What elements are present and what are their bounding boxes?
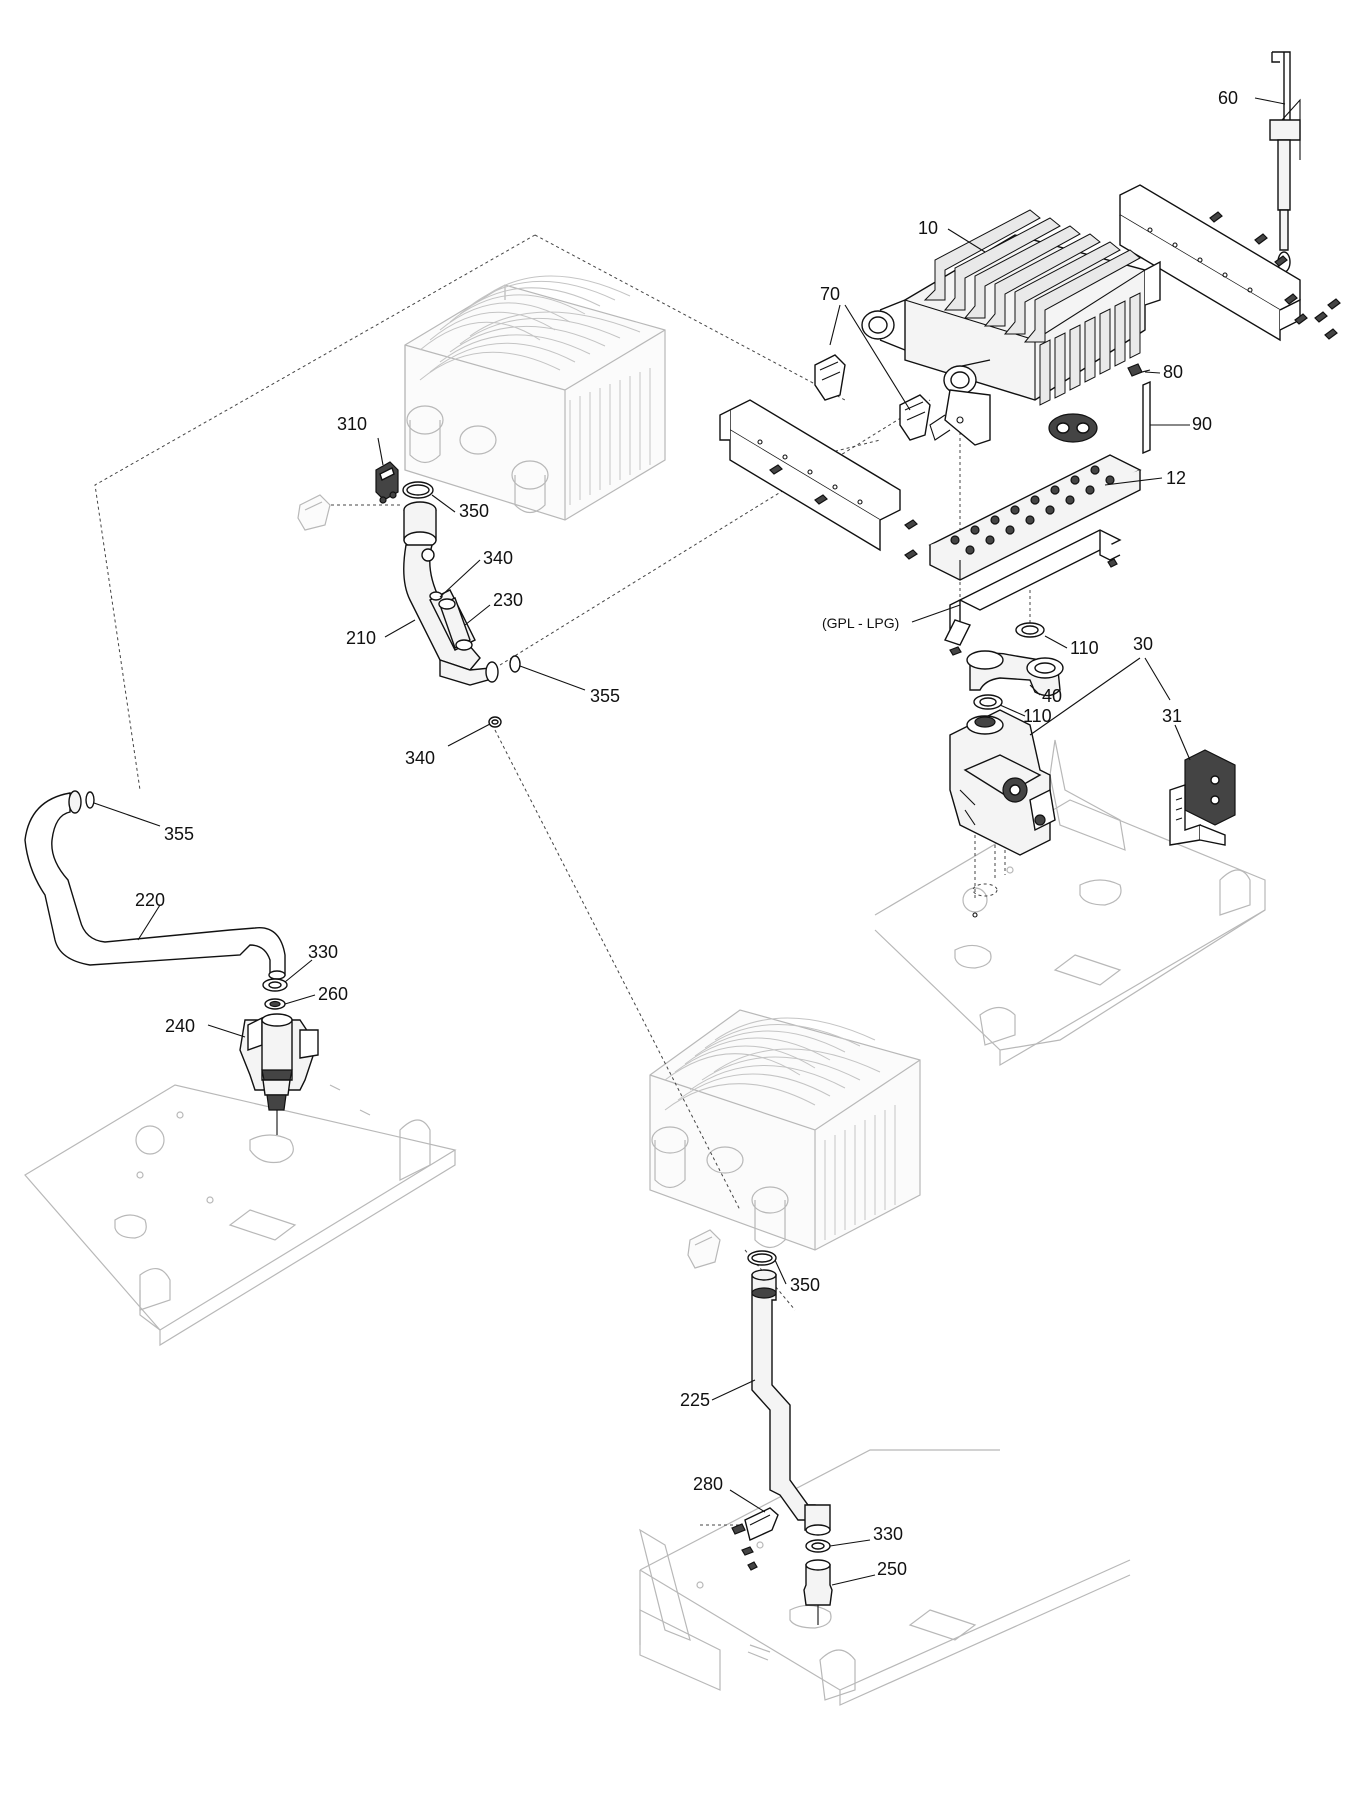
- bracket-left: [719, 399, 918, 560]
- oring-part-350-lower: [747, 1250, 777, 1266]
- callout-350-upper: 350: [459, 501, 489, 521]
- washer-part-340-upper: [429, 591, 443, 601]
- callout-110-upper: 110: [1070, 638, 1099, 658]
- fitting-part-230: [438, 597, 473, 651]
- callout-60: 60: [1218, 88, 1238, 108]
- callout-355-upper: 355: [590, 686, 620, 706]
- callout-350-lower: 350: [790, 1275, 820, 1295]
- callout-40: 40: [1042, 686, 1062, 706]
- fitting-part-250: [803, 1559, 833, 1625]
- oring-part-355-upper: [509, 655, 521, 673]
- callout-gpl-lpg: (GPL - LPG): [822, 615, 899, 631]
- pipe-part-210: [403, 501, 499, 686]
- callout-10: 10: [918, 218, 938, 238]
- ghost-heat-exchanger-bottom: [649, 1009, 921, 1251]
- rod-part-90: [1142, 380, 1151, 455]
- pipe-part-220: [24, 790, 286, 980]
- heat-exchanger-part-10: [861, 209, 1161, 446]
- ghost-base-left: [24, 1084, 457, 1347]
- screw-part-80: [1127, 363, 1151, 377]
- callout-330-left: 330: [308, 942, 338, 962]
- ghost-heat-exchanger-top: [404, 275, 666, 521]
- callout-330-bottom: 330: [873, 1524, 903, 1544]
- callout-12: 12: [1166, 468, 1186, 488]
- ghost-base-bottom: [639, 1449, 1131, 1706]
- burner-part-12: [928, 454, 1142, 656]
- callout-30: 30: [1133, 634, 1153, 654]
- callout-250: 250: [877, 1559, 907, 1579]
- washer-part-330-bottom: [805, 1539, 831, 1553]
- washer-part-260: [264, 998, 286, 1010]
- callout-355-left: 355: [164, 824, 194, 844]
- callout-90: 90: [1192, 414, 1212, 434]
- callout-80: 80: [1163, 362, 1183, 382]
- ghost-clip-left: [297, 494, 331, 531]
- valve-part-240: [239, 1013, 319, 1135]
- gas-valve-part-30: [949, 709, 1056, 918]
- ghost-base-right: [874, 739, 1266, 1067]
- callout-340-upper: 340: [483, 548, 513, 568]
- callout-110-lower: 110: [1023, 706, 1052, 726]
- callout-labels: 60 10 70 80 90 12 (GPL - LPG) 110 30 40 …: [135, 88, 1238, 1579]
- pipe-part-225: [751, 1269, 831, 1536]
- callout-31: 31: [1162, 706, 1182, 726]
- callout-280: 280: [693, 1474, 723, 1494]
- callout-260: 260: [318, 984, 348, 1004]
- leader-lines: [93, 97, 1286, 1586]
- callout-225: 225: [680, 1390, 710, 1410]
- callout-340-lower: 340: [405, 748, 435, 768]
- washer-part-340-lower: [488, 716, 502, 728]
- gas-pipe-part-40: [966, 650, 1064, 697]
- callout-210: 210: [346, 628, 376, 648]
- gasket-part-110-lower: [973, 694, 1003, 710]
- ghost-clip-bottom: [687, 1229, 721, 1269]
- callout-70: 70: [820, 284, 840, 304]
- callout-230: 230: [493, 590, 523, 610]
- sensor-part-310: [375, 461, 399, 504]
- electrode-part-60: [1269, 51, 1301, 273]
- callout-220: 220: [135, 890, 165, 910]
- washer-part-330-left: [262, 978, 288, 992]
- oring-part-350-upper: [402, 481, 434, 499]
- coil-part-31: [1169, 749, 1236, 846]
- clips-part-70: [814, 354, 931, 441]
- bracket-right: [1119, 184, 1341, 342]
- callout-310: 310: [337, 414, 367, 434]
- oring-part-355-left: [85, 791, 95, 809]
- callout-240: 240: [165, 1016, 195, 1036]
- oval-gasket-part: [1048, 413, 1098, 443]
- clip-part-280: [731, 1507, 779, 1571]
- gasket-part-110-upper: [1015, 622, 1045, 638]
